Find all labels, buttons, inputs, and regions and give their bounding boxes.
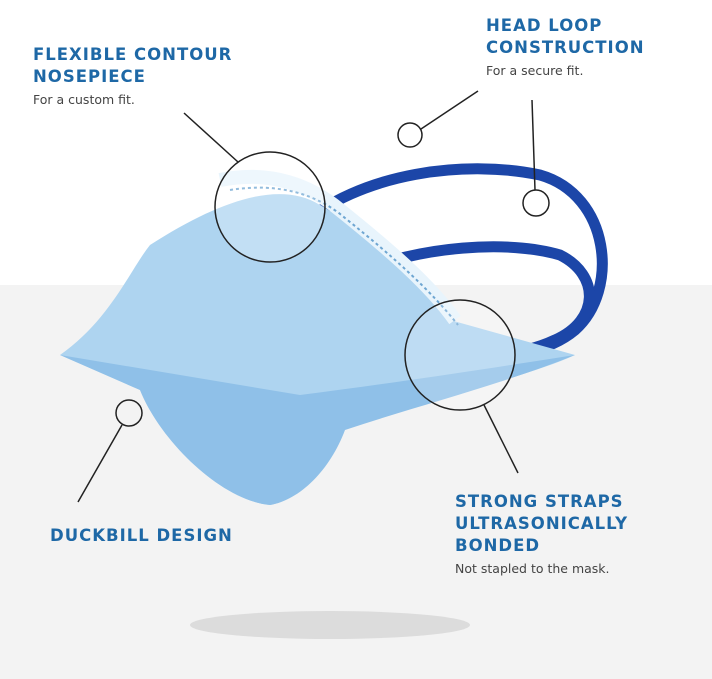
callout-title-line: FLEXIBLE CONTOUR bbox=[33, 45, 233, 64]
mask-body bbox=[60, 169, 575, 505]
callout-title-line: NOSEPIECE bbox=[33, 67, 146, 86]
callout-subtitle: For a custom fit. bbox=[33, 92, 135, 107]
callout-title-line: DUCKBILL DESIGN bbox=[50, 526, 233, 545]
callout-nosepiece: FLEXIBLE CONTOUR NOSEPIECE For a custom f… bbox=[33, 44, 232, 107]
callout-title-line: STRONG STRAPS bbox=[455, 492, 624, 511]
callout-duckbill: DUCKBILL DESIGN bbox=[50, 525, 233, 547]
callout-title-line: BONDED bbox=[455, 536, 541, 555]
callout-title-line: HEAD LOOP bbox=[486, 16, 603, 35]
callout-circles bbox=[115, 122, 550, 427]
callout-subtitle: Not stapled to the mask. bbox=[455, 561, 610, 576]
callout-straps: STRONG STRAPS ULTRASONICALLY BONDED Not st… bbox=[455, 491, 628, 576]
callout-head-loop: HEAD LOOP CONSTRUCTION For a secure fit. bbox=[486, 15, 645, 78]
callout-title-line: CONSTRUCTION bbox=[486, 38, 645, 57]
callout-title-line: ULTRASONICALLY bbox=[455, 514, 629, 533]
leader-lines bbox=[77, 90, 536, 503]
shadow bbox=[190, 611, 470, 639]
callout-subtitle: For a secure fit. bbox=[486, 63, 584, 78]
